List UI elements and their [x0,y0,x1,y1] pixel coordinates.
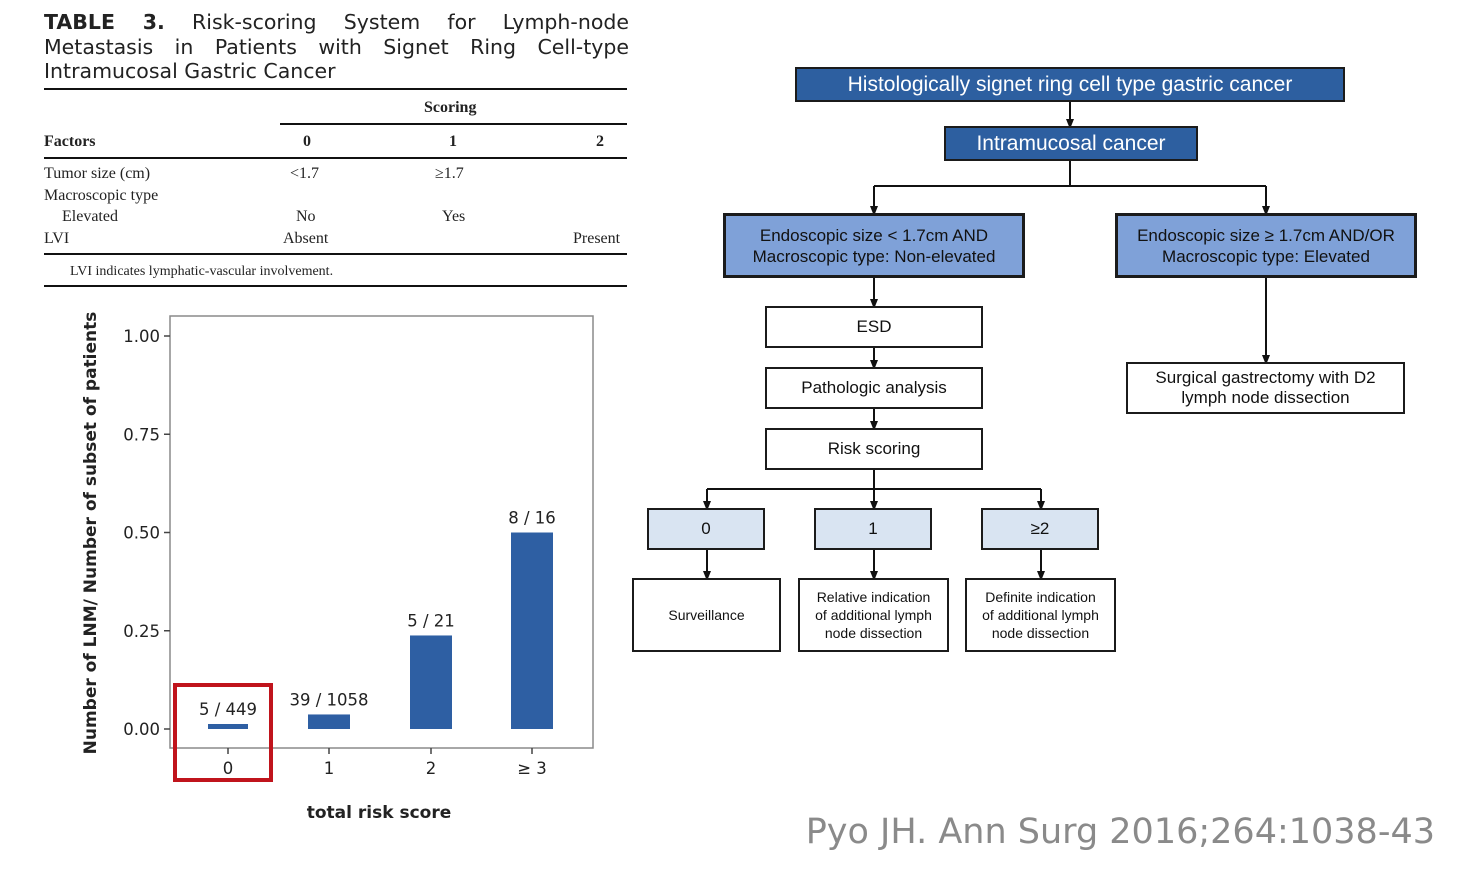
row-tumor-size-s1: ≥1.7 [435,165,464,182]
flow-esd: ESD [765,306,983,348]
body-rule [44,253,627,255]
row-lvi-s0: Absent [283,230,329,247]
scoring-rule [280,123,627,125]
y-tick-label: 0.50 [123,524,160,543]
score-col-0: 0 [303,133,311,150]
flow-outcome-relative-line1: Relative indication [816,589,931,605]
flow-surgery-line1: Surgical gastrectomy with D2 [1155,368,1376,387]
score-col-2: 2 [596,133,604,150]
flow-surgery: Surgical gastrectomy with D2 lymph node … [1126,362,1405,414]
x-tick-label: ≥ 3 [517,759,547,778]
score-col-1: 1 [449,133,457,150]
y-tick-label: 0.75 [123,425,160,444]
table-label: TABLE 3. [44,10,165,34]
flow-outcome-surveillance: Surveillance [632,578,781,652]
flow-score-2: ≥2 [981,508,1099,550]
factors-header: Factors [44,133,96,150]
x-tick-label: 2 [426,759,437,778]
table-title: TABLE 3. Risk-scoring System for Lymph-n… [44,10,629,84]
bars [208,532,553,729]
flow-outcome-definite-line2: of additional lymph [982,607,1099,623]
flow-right-criteria-line1: Endoscopic size ≥ 1.7cm AND/OR [1137,225,1395,245]
flow-surgery-line2: lymph node dissection [1181,388,1350,407]
bar-label: 5 / 449 [199,700,257,719]
flow-outcome-relative-line3: node dissection [824,625,923,641]
y-axis-label: Number of LNM/ Number of subset of patie… [81,312,101,755]
row-factor-tumor-size: Tumor size (cm) [44,165,151,182]
y-tick-label: 0.00 [123,720,160,739]
x-axis-label: total risk score [307,803,452,823]
citation: Pyo JH. Ann Surg 2016;264:1038-43 [805,812,1435,852]
flow-pathologic: Pathologic analysis [765,367,983,409]
flow-risk-scoring: Risk scoring [765,428,983,470]
flow-root: Histologically signet ring cell type gas… [795,67,1345,102]
row-lvi-s2: Present [573,230,621,247]
flow-outcome-relative-line2: of additional lymph [815,607,932,623]
bar-label: 8 / 16 [508,509,556,528]
flow-score-1: 1 [814,508,932,550]
flowchart-connectors [703,102,1270,581]
flow-outcome-relative: Relative indication of additional lymph … [798,578,949,652]
flow-left-criteria: Endoscopic size < 1.7cm AND Macroscopic … [723,213,1025,278]
row-elevated-s1: Yes [442,208,466,225]
lnm-bar-chart: 0.00 0.25 0.50 0.75 1.00 0 1 2 ≥ 3 5 / 449 39 / … [81,312,594,823]
flow-right-criteria-line2: Macroscopic type: Elevated [1162,246,1370,266]
table-bottom-rule [44,285,627,287]
flow-outcome-definite-line3: node dissection [991,625,1090,641]
bar-labels: 5 / 449 39 / 1058 5 / 21 8 / 16 [199,509,556,720]
table-caption: Risk-scoring System for Lymph-node Metas… [44,10,629,83]
header-rule [44,157,627,159]
x-tick-label: 0 [223,759,234,778]
row-factor-elevated: Elevated [62,208,118,225]
bar-label: 5 / 21 [407,611,455,630]
y-tick-label: 1.00 [123,327,160,346]
scoring-header: Scoring [424,99,477,116]
bar-label: 39 / 1058 [289,690,368,709]
y-tick-label: 0.25 [123,622,160,641]
x-tick-label: 1 [324,759,335,778]
flow-score-0: 0 [647,508,765,550]
bar [208,724,248,729]
bar [511,532,553,729]
flow-outcome-definite: Definite indication of additional lymph … [965,578,1116,652]
row-elevated-s0: No [296,208,316,225]
flow-outcome-definite-line1: Definite indication [985,589,1096,605]
table-footnote: LVI indicates lymphatic-vascular involve… [70,264,334,279]
row-tumor-size-s0: <1.7 [290,165,320,182]
bar [410,635,452,729]
flow-right-criteria: Endoscopic size ≥ 1.7cm AND/OR Macroscop… [1115,213,1417,278]
flow-left-criteria-line2: Macroscopic type: Non-elevated [752,246,996,266]
y-axis: 0.00 0.25 0.50 0.75 1.00 [123,327,170,739]
flow-intramucosal: Intramucosal cancer [944,126,1198,161]
bar [308,714,350,729]
row-factor-lvi: LVI [44,230,70,247]
table-top-rule [44,88,627,90]
flow-left-criteria-line1: Endoscopic size < 1.7cm AND [759,225,989,245]
x-axis: 0 1 2 ≥ 3 [223,748,547,778]
highlight-box [173,683,273,782]
row-factor-macroscopic: Macroscopic type [44,187,159,204]
